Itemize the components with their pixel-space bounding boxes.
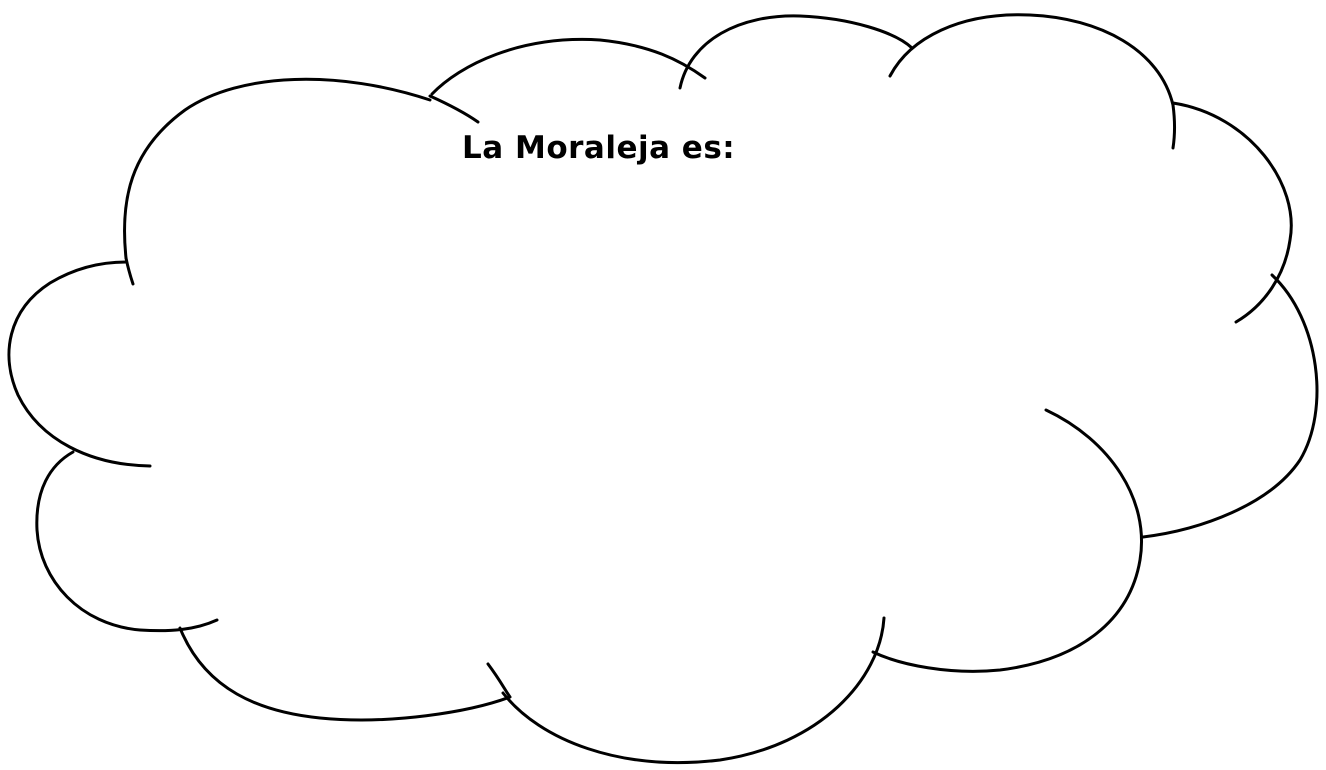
cloud-lobe-top-right-tail — [1171, 103, 1176, 150]
cloud-lobe-inner-right — [871, 408, 1143, 673]
cloud-lobe-top-right — [888, 13, 1175, 107]
cloud-lobe-top-middle — [678, 14, 914, 90]
cloud-lobe-bottom-left — [35, 450, 219, 633]
cloud-lobe-left-notch — [124, 256, 135, 286]
cloud-lobe-upper-left — [122, 77, 432, 260]
cloud-lobe-right-upper — [1171, 101, 1293, 324]
cloud-lobe-bottom-middle — [178, 626, 512, 722]
cloud-lobe-top-left — [430, 37, 707, 96]
cloud-lobe-right-lower — [1141, 273, 1319, 539]
cloud-lobe-left — [7, 260, 152, 468]
cloud-lobe-bottom-right — [501, 616, 886, 764]
worksheet-title: La Moraleja es: — [462, 130, 736, 166]
cloud-lobe-top-notch — [428, 94, 480, 124]
